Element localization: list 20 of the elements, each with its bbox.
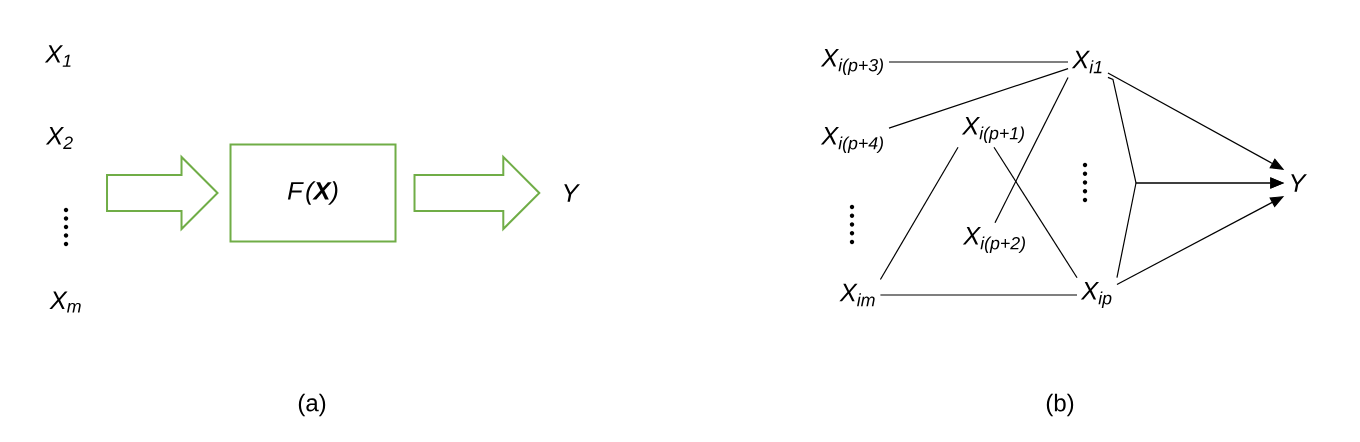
variable-label: X$_{i(p+4)}$ — [820, 127, 883, 153]
input-label: X$_{2}$ — [45, 127, 73, 149]
connector-line — [888, 61, 1069, 63]
output-label: Y — [564, 184, 580, 202]
variable-label: X$_{i(p+3)}$ — [820, 49, 883, 75]
panel-caption: (a) — [298, 393, 326, 417]
variable-label: X$_{ip}$ — [1080, 282, 1112, 308]
output-label: Y — [1291, 174, 1307, 192]
connector-line — [994, 76, 1069, 224]
variable-label: X$_{i1}$ — [1071, 50, 1102, 74]
connector-line — [879, 146, 959, 281]
variable-label: X$_{i(p+1)}$ — [961, 117, 1024, 143]
input-label: X$_{m}$ — [49, 291, 81, 313]
variable-label: X$_{i(p+2)}$ — [962, 227, 1025, 253]
connector-line — [879, 294, 1078, 296]
variable-label: X$_{im}$ — [839, 283, 875, 307]
connector-line — [993, 146, 1078, 279]
input-label: X$_{1}$ — [44, 45, 71, 67]
connector-line — [888, 68, 1069, 129]
panel-caption: (b) — [1046, 393, 1074, 417]
